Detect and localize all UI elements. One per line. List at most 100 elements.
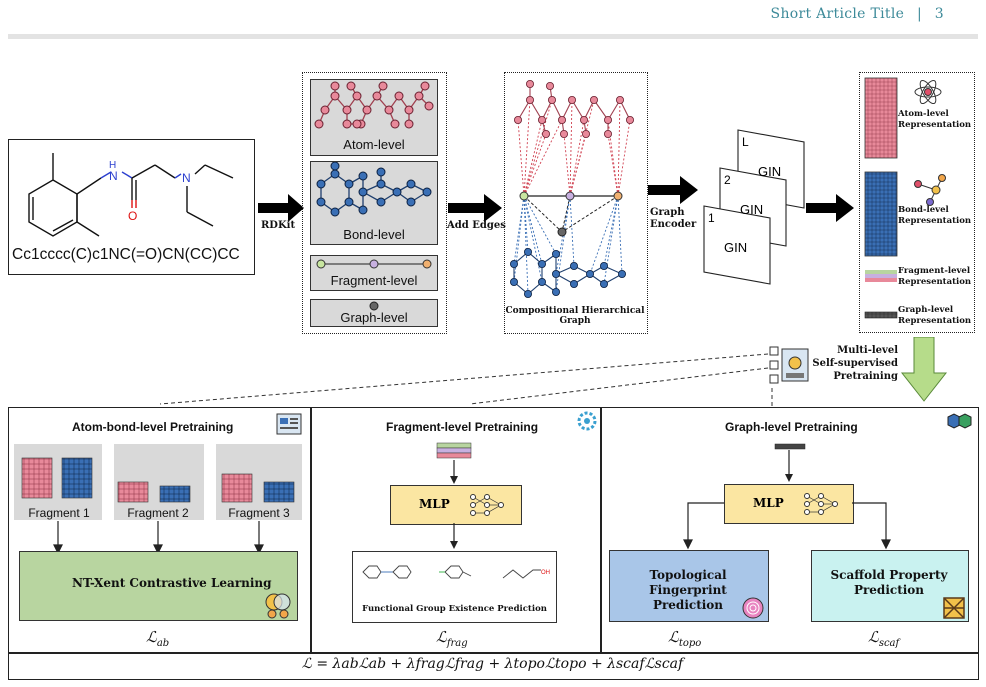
smiles-string: Cc1cccc(C)c1NC(=O)CN(CC)CC <box>12 246 240 263</box>
atom-o-label: O <box>128 209 137 223</box>
graph-title: Graph-level Pretraining <box>725 420 858 434</box>
fragment-3-label: Fragment 3 <box>228 506 290 520</box>
functional-group-structures: OH <box>362 565 550 579</box>
hier-graph-caption: Compositional Hierarchical Graph <box>504 306 646 326</box>
fragment-level-graph <box>316 259 432 269</box>
loss-topo-sub: topo <box>678 638 702 649</box>
rep-frag-line2: Representation <box>898 277 972 287</box>
hier-caption-line1: Compositional Hierarchical <box>505 306 645 316</box>
rdkit-label: RDKit <box>261 220 296 231</box>
loss-topo: ℒtopo <box>668 628 701 649</box>
rep-bond-label: Bond-level Representation <box>898 205 971 227</box>
rep-atom-line1: Atom-level <box>898 109 949 119</box>
header-rule <box>8 34 978 39</box>
scaf-line2: Prediction <box>853 583 925 597</box>
graph-level-label: Graph-level <box>340 310 408 325</box>
molecule-structure: N H O N <box>28 153 234 237</box>
functional-group-box: OH Functional Group Existence Prediction <box>352 551 557 623</box>
fragment-cards <box>14 444 302 520</box>
representation-grids <box>864 77 946 319</box>
atom-level-label: Atom-level <box>343 137 405 152</box>
header-page-number: 3 <box>934 6 944 22</box>
graph-mlp-label: MLP <box>753 496 784 510</box>
graph-encoder-line1: Graph <box>650 207 685 218</box>
header-separator: | <box>916 6 923 22</box>
atom-h-label: H <box>109 160 116 171</box>
multilevel-label: Multi-level Self-supervised Pretraining <box>806 344 898 383</box>
rep-frag-line1: Fragment-level <box>898 266 971 276</box>
page-header: Short Article Title | 3 <box>771 6 944 22</box>
molecule-box: N H O N Cc1cccc(C)c1NC(=O)CN(CC)CC <box>8 139 255 275</box>
fragment-1-label: Fragment 1 <box>28 506 90 520</box>
nt-xent-label: NT-Xent Contrastive Learning <box>72 576 272 590</box>
loss-ab-sub: ab <box>156 638 170 649</box>
rep-graph-label: Graph-level Representation <box>898 305 971 327</box>
rep-graph-line2: Representation <box>898 316 972 326</box>
atom-bond-title: Atom-bond-level Pretraining <box>72 420 234 434</box>
green-down-arrow <box>900 337 948 402</box>
hier-graph-box <box>504 72 648 334</box>
oh-label: OH <box>541 570 550 576</box>
fragment-level-card: Fragment-level <box>310 255 438 291</box>
representations-box <box>859 72 975 333</box>
loss-ab-base: ℒ <box>146 628 157 646</box>
fingerprint-icon <box>742 597 764 619</box>
loss-scaf-sub: scaf <box>878 638 900 649</box>
graph-encoder-line2: Encoder <box>650 219 697 230</box>
loss-scaf-base: ℒ <box>868 628 879 646</box>
bond-level-graph <box>316 162 432 217</box>
atom-n-label: N <box>182 171 191 185</box>
bond-level-label: Bond-level <box>343 227 405 242</box>
gin-stack: L GIN 2 GIN 1 GIN <box>703 129 805 285</box>
doc-icon <box>276 413 302 435</box>
graph-encoder-label: Graph Encoder <box>650 207 696 231</box>
fragment-arrow-2 <box>450 523 458 549</box>
graph-encoder-arrow <box>648 176 698 204</box>
bond-level-card: Bond-level <box>310 161 438 245</box>
hier-graph <box>510 80 635 298</box>
graph-level-node <box>369 301 379 311</box>
atom-level-card: Atom-level <box>310 79 438 156</box>
topo-label: Topological Fingerprint Prediction <box>609 568 767 613</box>
loss-frag: ℒfrag <box>436 628 468 649</box>
total-loss-bar <box>8 652 979 680</box>
gin-layer-L: L <box>742 135 749 149</box>
scaf-line1: Scaffold Property <box>830 568 948 582</box>
fragment-title: Fragment-level Pretraining <box>386 420 539 434</box>
molecule-bond-icon <box>914 174 946 206</box>
fragment-2-label: Fragment 2 <box>127 506 189 520</box>
fragment-panel <box>310 407 602 654</box>
nt-xent-box <box>19 551 298 621</box>
header-title: Short Article Title <box>770 6 905 22</box>
loss-ab: ℒab <box>146 628 169 649</box>
representation-arrow <box>806 194 854 222</box>
graph-mlp-box: MLP <box>724 484 854 524</box>
atom-bond-panel <box>8 407 312 654</box>
gin-layer-1: 1 <box>708 211 715 225</box>
gin-label-2: GIN <box>740 202 763 217</box>
fragment-rep-vector <box>436 442 472 459</box>
connector-lines <box>159 353 773 406</box>
neural-net-icon <box>470 494 504 516</box>
graph-branch-arrows <box>683 502 891 550</box>
add-edges-arrow <box>448 194 502 222</box>
fragment-gear-icon <box>577 411 597 431</box>
rep-atom-label: Atom-level Representation <box>898 109 971 131</box>
topo-line1: Topological Fingerprint <box>649 568 727 597</box>
fragment-mlp-label: MLP <box>419 497 450 511</box>
multilevel-line3: Pretraining <box>833 371 898 382</box>
fragment-level-label: Fragment-level <box>330 273 418 288</box>
tasks-icon <box>769 346 809 384</box>
rep-graph-line1: Graph-level <box>898 305 954 315</box>
graph-arrow-1 <box>785 450 793 482</box>
fragment-mlp-box: MLP <box>390 485 522 525</box>
gin-layer-2: 2 <box>724 173 731 187</box>
rdkit-arrow <box>258 194 304 222</box>
topo-box <box>609 550 769 622</box>
scaf-label: Scaffold Property Prediction <box>811 568 967 598</box>
scaf-box <box>811 550 969 622</box>
add-edges-label: Add Edges <box>447 220 506 231</box>
atom-level-graph <box>314 81 434 129</box>
graph-rep-vector <box>774 443 806 450</box>
hexagon-icon <box>947 413 972 429</box>
